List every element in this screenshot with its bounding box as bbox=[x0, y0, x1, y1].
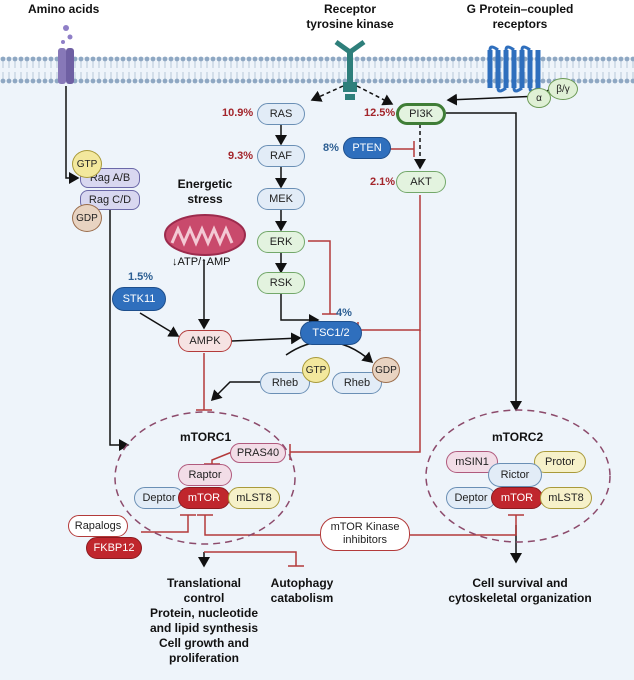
raf-percentage: 9.3% bbox=[228, 150, 254, 162]
mtorc2-boundary bbox=[425, 409, 611, 543]
akt-node: AKT bbox=[396, 171, 446, 193]
gpcr-header-line1: G Protein–coupled bbox=[466, 2, 574, 16]
outcome-text: Autophagy bbox=[270, 576, 334, 590]
raf-node: RAF bbox=[257, 145, 305, 167]
rtk-header-line1: Receptor bbox=[323, 2, 376, 16]
outcome-text: Cell growth and bbox=[159, 636, 249, 650]
inhibitors-line2: inhibitors bbox=[342, 534, 388, 546]
msin1-node: mSIN1 bbox=[446, 451, 498, 473]
pten-node: PTEN bbox=[343, 137, 391, 159]
rheb-active: Rheb bbox=[260, 372, 310, 394]
inhibitors-line1: mTOR Kinase bbox=[330, 521, 400, 533]
stk11-node: STK11 bbox=[112, 287, 166, 311]
ras-percentage: 10.9% bbox=[222, 107, 254, 119]
rsk-node: RSK bbox=[257, 272, 305, 294]
autophagy-outcome: Autophagy catabolism bbox=[262, 576, 342, 606]
gtp-rag: GTP bbox=[72, 150, 102, 178]
rheb-inactive: Rheb bbox=[332, 372, 382, 394]
mitochondrion-icon bbox=[164, 214, 246, 256]
mtorc1-mtor: mTOR bbox=[178, 487, 230, 509]
rtk-header: Receptor tyrosine kinase bbox=[290, 2, 410, 32]
rapalogs-node: Rapalogs bbox=[68, 515, 128, 537]
outcome-text: and lipid synthesis bbox=[149, 621, 259, 635]
outcome-text: control bbox=[183, 591, 225, 605]
mtorc2-deptor: Deptor bbox=[446, 487, 496, 509]
outcome-text: catabolism bbox=[270, 591, 334, 605]
rictor-node: Rictor bbox=[488, 463, 542, 487]
pi3k-percentage: 12.5% bbox=[364, 107, 396, 119]
atp-amp-label: ↓ATP/↑AMP bbox=[172, 256, 231, 268]
pi3k-node: PI3K bbox=[396, 103, 446, 125]
energetic-stress-label: Energetic stress bbox=[160, 177, 250, 207]
mtor-kinase-inhibitors-node: mTOR Kinase inhibitors bbox=[320, 517, 410, 551]
amino-acid-transporter-icon bbox=[58, 25, 74, 84]
tsc1-2-node: TSC1/2 bbox=[300, 321, 362, 345]
gdp-rheb: GDP bbox=[372, 357, 400, 383]
raptor-node: Raptor bbox=[178, 464, 232, 486]
erk-node: ERK bbox=[257, 231, 305, 253]
ras-node: RAS bbox=[257, 103, 305, 125]
ampk-node: AMPK bbox=[178, 330, 232, 352]
g-beta-gamma-subunit: β/γ bbox=[548, 78, 578, 100]
mtorc2-title: mTORC2 bbox=[492, 430, 544, 444]
protor-node: Protor bbox=[534, 451, 586, 473]
mek-node: MEK bbox=[257, 188, 305, 210]
translational-outcome: Translational control Protein, nucleotid… bbox=[138, 576, 270, 666]
energetic-line1: Energetic bbox=[177, 177, 233, 191]
mtorc2-mtor: mTOR bbox=[491, 487, 543, 509]
stk11-percentage: 1.5% bbox=[128, 271, 154, 283]
gpcr-header: G Protein–coupled receptors bbox=[450, 2, 590, 32]
pten-percentage: 8% bbox=[323, 142, 339, 154]
outcome-text: Cell survival and bbox=[472, 576, 568, 590]
gpcr-header-line2: receptors bbox=[492, 17, 548, 31]
outcome-text: Protein, nucleotide bbox=[149, 606, 258, 620]
gtp-rheb: GTP bbox=[302, 357, 330, 383]
receptor-tyrosine-kinase-icon bbox=[334, 39, 366, 100]
outcome-text: Translational bbox=[166, 576, 242, 590]
fkbp12-node: FKBP12 bbox=[86, 537, 142, 559]
mtorc1-deptor: Deptor bbox=[134, 487, 184, 509]
mtorc1-mlst8: mLST8 bbox=[228, 487, 280, 509]
gpcr-icon bbox=[487, 50, 541, 88]
outcome-text: proliferation bbox=[168, 651, 239, 665]
rag-c-d: Rag C/D bbox=[80, 190, 140, 210]
energetic-line2: stress bbox=[187, 192, 223, 206]
mtorc1-boundary bbox=[114, 411, 296, 545]
outcome-text: cytoskeletal organization bbox=[448, 591, 592, 605]
amino-acids-header: Amino acids bbox=[28, 2, 100, 16]
g-alpha-subunit: α bbox=[527, 88, 551, 108]
mtorc2-mlst8: mLST8 bbox=[540, 487, 592, 509]
rtk-header-line2: tyrosine kinase bbox=[306, 17, 394, 31]
survival-outcome: Cell survival and cytoskeletal organizat… bbox=[440, 576, 600, 606]
tsc-percentage: 4% bbox=[336, 307, 352, 319]
gdp-rag: GDP bbox=[72, 204, 102, 232]
pras40-node: PRAS40 bbox=[230, 443, 286, 463]
akt-percentage: 2.1% bbox=[370, 176, 396, 188]
mtorc1-title: mTORC1 bbox=[180, 430, 232, 444]
